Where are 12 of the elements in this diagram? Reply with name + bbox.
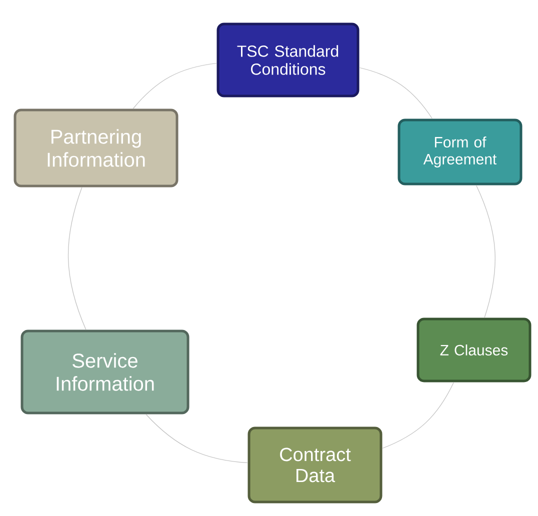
ring-line bbox=[476, 184, 496, 318]
rounded-box: Contract Data bbox=[248, 426, 382, 504]
ring-line bbox=[68, 186, 86, 330]
ring-line bbox=[146, 414, 248, 464]
ring-line bbox=[358, 67, 433, 120]
rounded-box: Form of Agreement bbox=[398, 118, 522, 186]
rounded-box: Partnering Information bbox=[14, 108, 178, 188]
rounded-box: Z Clauses bbox=[416, 318, 532, 382]
rounded-box: Service Information bbox=[20, 330, 190, 414]
rounded-box: TSC Standard Conditions bbox=[216, 22, 360, 98]
ring-line bbox=[132, 62, 218, 110]
ring-line bbox=[382, 382, 454, 449]
